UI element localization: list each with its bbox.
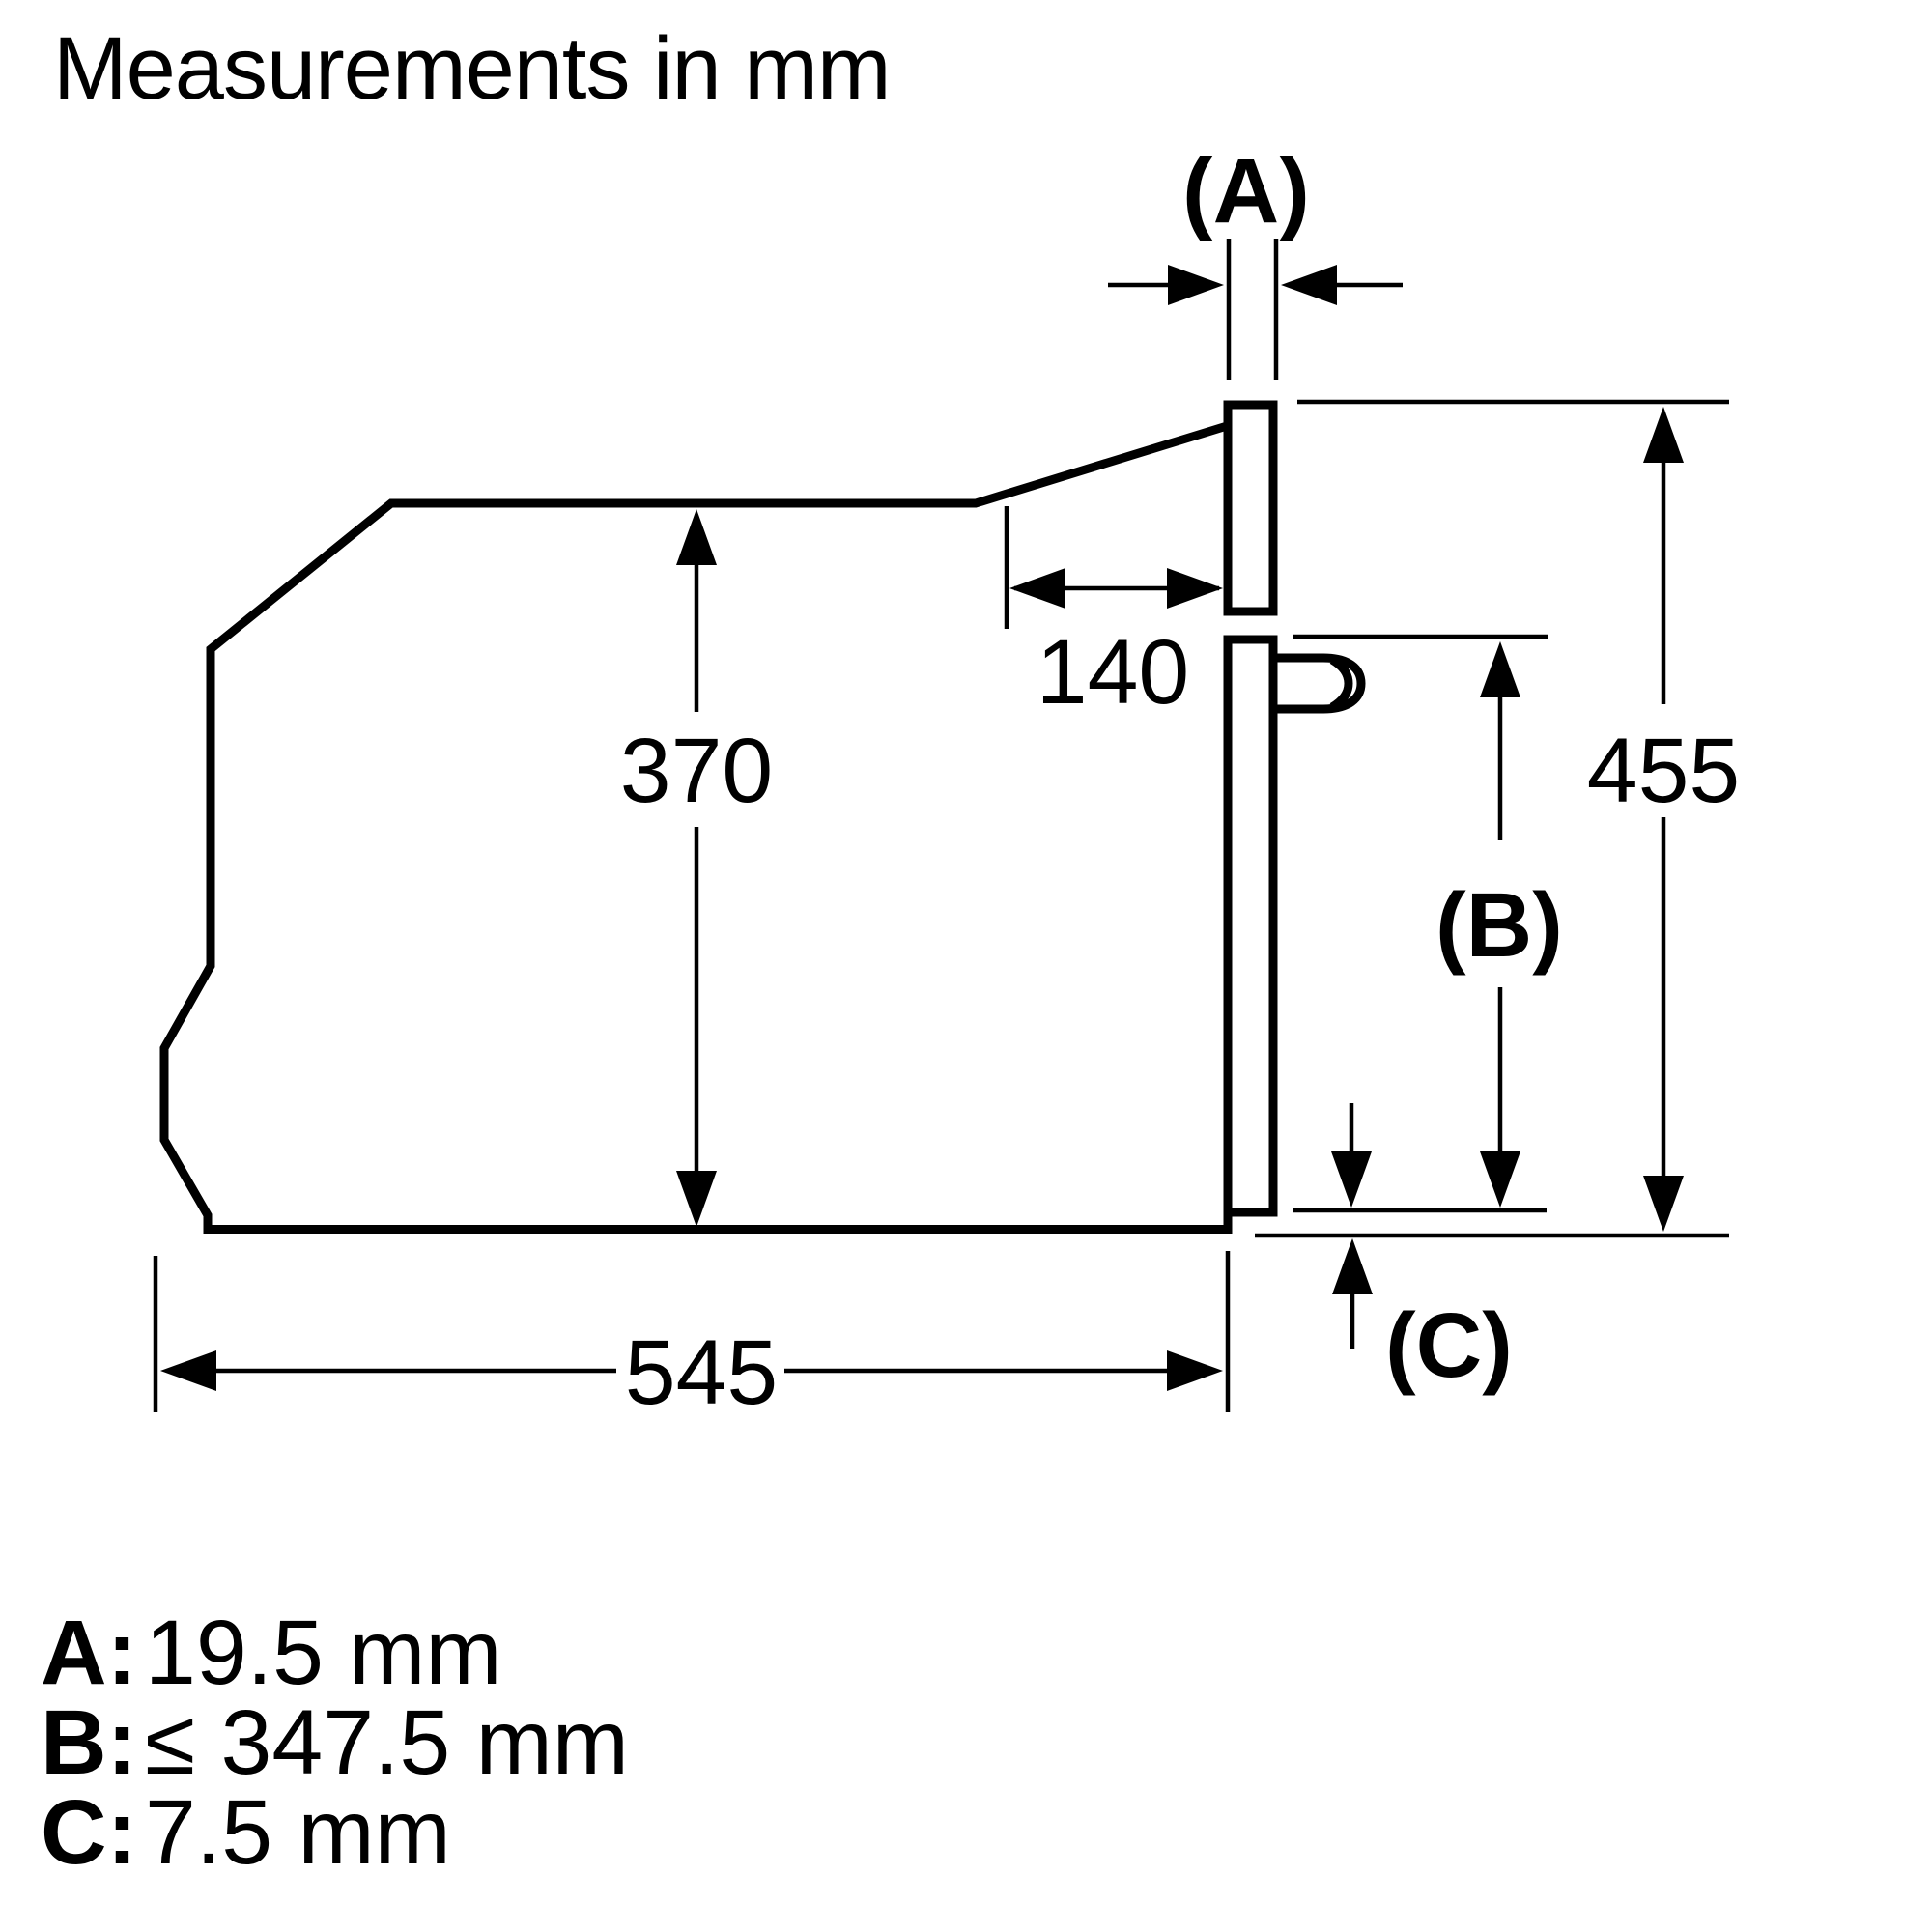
dim-545-arrowhead-left	[160, 1350, 216, 1391]
dim-140-value: 140	[1037, 621, 1190, 724]
control-panel-upper	[1223, 400, 1278, 616]
dimension-455: 455	[1587, 407, 1741, 1232]
legend-value-c: 7.5 mm	[145, 1781, 451, 1884]
dimension-b: (B)	[1435, 641, 1563, 1208]
legend-row-a: A: 19.5 mm	[41, 1602, 502, 1704]
oven-body-outline	[159, 421, 1229, 1234]
dimension-a: (A)	[1108, 140, 1403, 380]
oven-body-path	[159, 421, 1229, 1234]
page-title: Measurements in mm	[53, 19, 890, 118]
dimension-545: 545	[153, 1251, 1231, 1424]
dimension-c: (C)	[1331, 1103, 1513, 1397]
dim-a-arrowhead-right	[1281, 265, 1337, 305]
legend: A: 19.5 mm B: ≤ 347.5 mm C: 7.5 mm	[41, 1602, 629, 1884]
legend-key-a: A:	[41, 1602, 137, 1704]
dim-c-label: (C)	[1385, 1294, 1513, 1397]
legend-row-b: B: ≤ 347.5 mm	[41, 1691, 629, 1794]
dim-370-value: 370	[620, 720, 774, 822]
dim-a-label: (A)	[1182, 140, 1310, 242]
dim-545-arrowhead-right	[1167, 1350, 1223, 1391]
dim-b-arrowhead-top	[1480, 641, 1520, 697]
dimension-370: 370	[620, 509, 774, 1227]
dim-c-arrowhead-down	[1331, 1151, 1372, 1208]
control-panel-lower	[1223, 635, 1278, 1217]
dim-455-value: 455	[1587, 720, 1741, 822]
dim-b-label: (B)	[1435, 874, 1563, 977]
legend-row-c: C: 7.5 mm	[41, 1781, 451, 1884]
dim-a-arrowhead-left	[1168, 265, 1224, 305]
dim-370-arrowhead-top	[676, 509, 717, 565]
dimension-140: 140	[1004, 506, 1223, 724]
dim-140-arrowhead-right	[1167, 568, 1223, 609]
legend-key-c: C:	[41, 1781, 137, 1884]
control-panel	[1223, 400, 1278, 1234]
dim-455-arrowhead-bottom	[1643, 1176, 1684, 1232]
knob-cap-inner-arc	[1329, 656, 1353, 711]
dim-370-arrowhead-bottom	[676, 1171, 717, 1227]
control-knob	[1275, 653, 1366, 714]
niche-reference-lines	[1255, 399, 1729, 1238]
dim-455-arrowhead-top	[1643, 407, 1684, 463]
legend-value-a: 19.5 mm	[145, 1602, 502, 1704]
dim-b-arrowhead-bottom	[1480, 1151, 1520, 1208]
legend-key-b: B:	[41, 1691, 137, 1794]
dim-545-value: 545	[625, 1321, 779, 1424]
legend-value-b: ≤ 347.5 mm	[145, 1691, 629, 1794]
dim-140-arrowhead-left	[1009, 568, 1065, 609]
dim-c-arrowhead-up	[1332, 1238, 1373, 1294]
